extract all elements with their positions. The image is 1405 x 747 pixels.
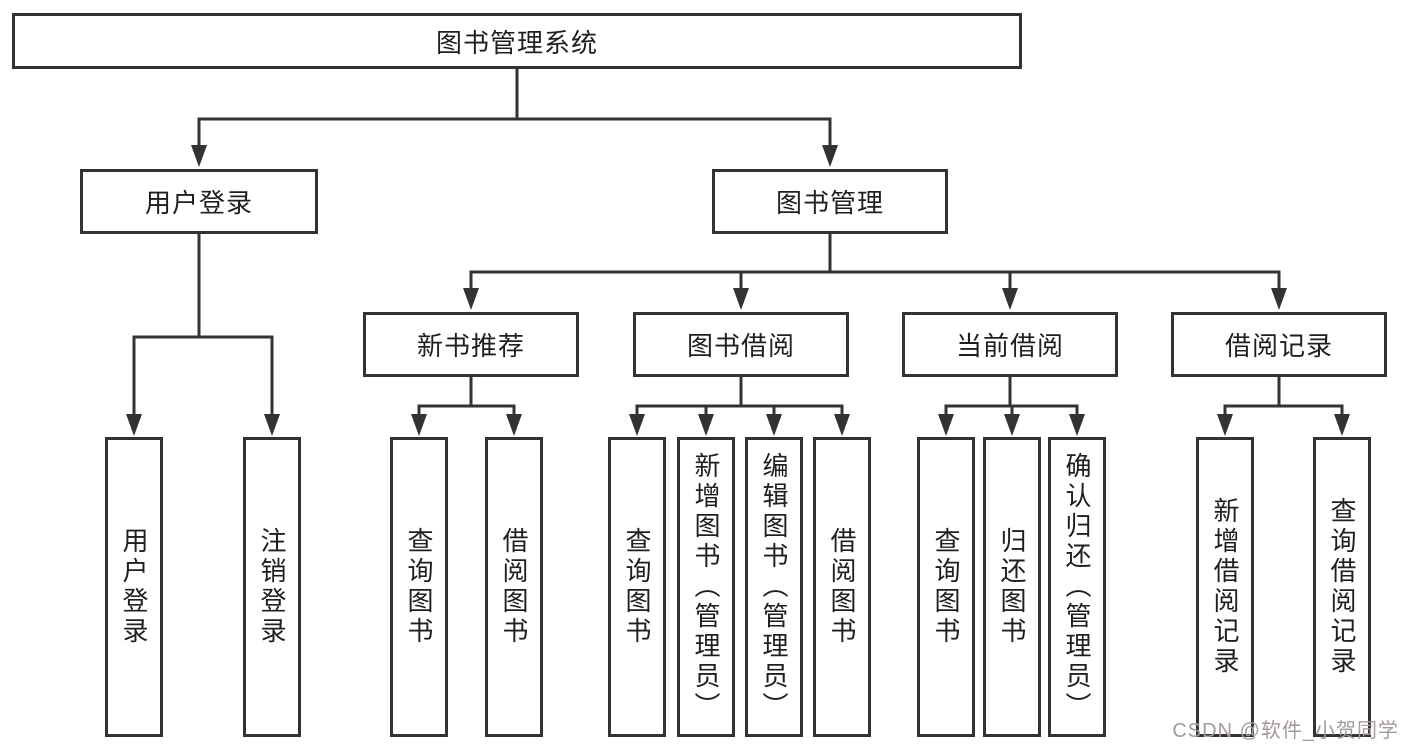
connector-root-to-level2 [191,67,838,167]
node-borrow-records: 借阅记录 [1171,312,1387,377]
leaf-borrow-query-books: 查询图书 [608,437,666,737]
leaf-newbook-query-books-label: 查询图书 [404,527,434,647]
leaf-logout-login: 注销登录 [243,437,301,737]
connector-book-management-to-level3 [463,232,1287,310]
csdn-watermark: CSDN @软件_小贺同学 [1172,720,1399,742]
node-borrow-records-label: 借阅记录 [1224,331,1333,361]
leaf-borrow-add-books-admin-label: 新增图书（管理员） [691,452,721,722]
leaf-current-confirm-return-admin-label: 确认归还（管理员） [1062,452,1092,722]
leaf-borrow-borrow-books-label: 借阅图书 [827,527,857,647]
node-current-borrow-label: 当前借阅 [955,331,1064,361]
leaf-borrow-edit-books-admin-label: 编辑图书（管理员） [759,452,789,722]
leaf-current-return-books: 归还图书 [983,437,1041,737]
node-book-management-label: 图书管理 [775,188,884,218]
connector-current-borrow-to-leaves [938,375,1085,436]
leaf-current-query-books-label: 查询图书 [931,527,961,647]
leaf-borrow-add-books-admin: 新增图书（管理员） [677,437,735,737]
leaf-borrow-edit-books-admin: 编辑图书（管理员） [745,437,803,737]
leaf-user-login: 用户登录 [105,437,163,737]
node-user-login: 用户登录 [80,169,318,234]
node-root-system-label: 图书管理系统 [435,27,598,58]
connector-user-login-to-leaves [126,232,280,436]
leaf-current-return-books-label: 归还图书 [997,527,1027,647]
node-root-system: 图书管理系统 [12,13,1022,69]
connector-new-book-recommend-to-leaves [411,375,522,436]
node-new-book-recommend-label: 新书推荐 [416,331,525,361]
node-book-borrow-label: 图书借阅 [686,331,795,361]
leaf-records-add-record-label: 新增借阅记录 [1210,497,1240,677]
node-new-book-recommend: 新书推荐 [363,312,579,377]
leaf-borrow-query-books-label: 查询图书 [622,527,652,647]
node-book-management: 图书管理 [712,169,948,234]
leaf-current-confirm-return-admin: 确认归还（管理员） [1048,437,1106,737]
leaf-logout-login-label: 注销登录 [257,527,287,647]
leaf-user-login-label: 用户登录 [119,527,149,647]
node-book-borrow: 图书借阅 [633,312,849,377]
connector-borrow-records-to-leaves [1217,375,1350,436]
leaf-newbook-borrow-books-label: 借阅图书 [499,527,529,647]
node-user-login-label: 用户登录 [144,188,253,218]
leaf-newbook-borrow-books: 借阅图书 [485,437,543,737]
leaf-records-add-record: 新增借阅记录 [1196,437,1254,737]
leaf-current-query-books: 查询图书 [917,437,975,737]
leaf-records-query-record: 查询借阅记录 [1313,437,1371,737]
connector-book-borrow-to-leaves [629,375,850,436]
leaf-borrow-borrow-books: 借阅图书 [813,437,871,737]
node-current-borrow: 当前借阅 [902,312,1118,377]
leaf-newbook-query-books: 查询图书 [390,437,448,737]
leaf-records-query-record-label: 查询借阅记录 [1327,497,1357,677]
